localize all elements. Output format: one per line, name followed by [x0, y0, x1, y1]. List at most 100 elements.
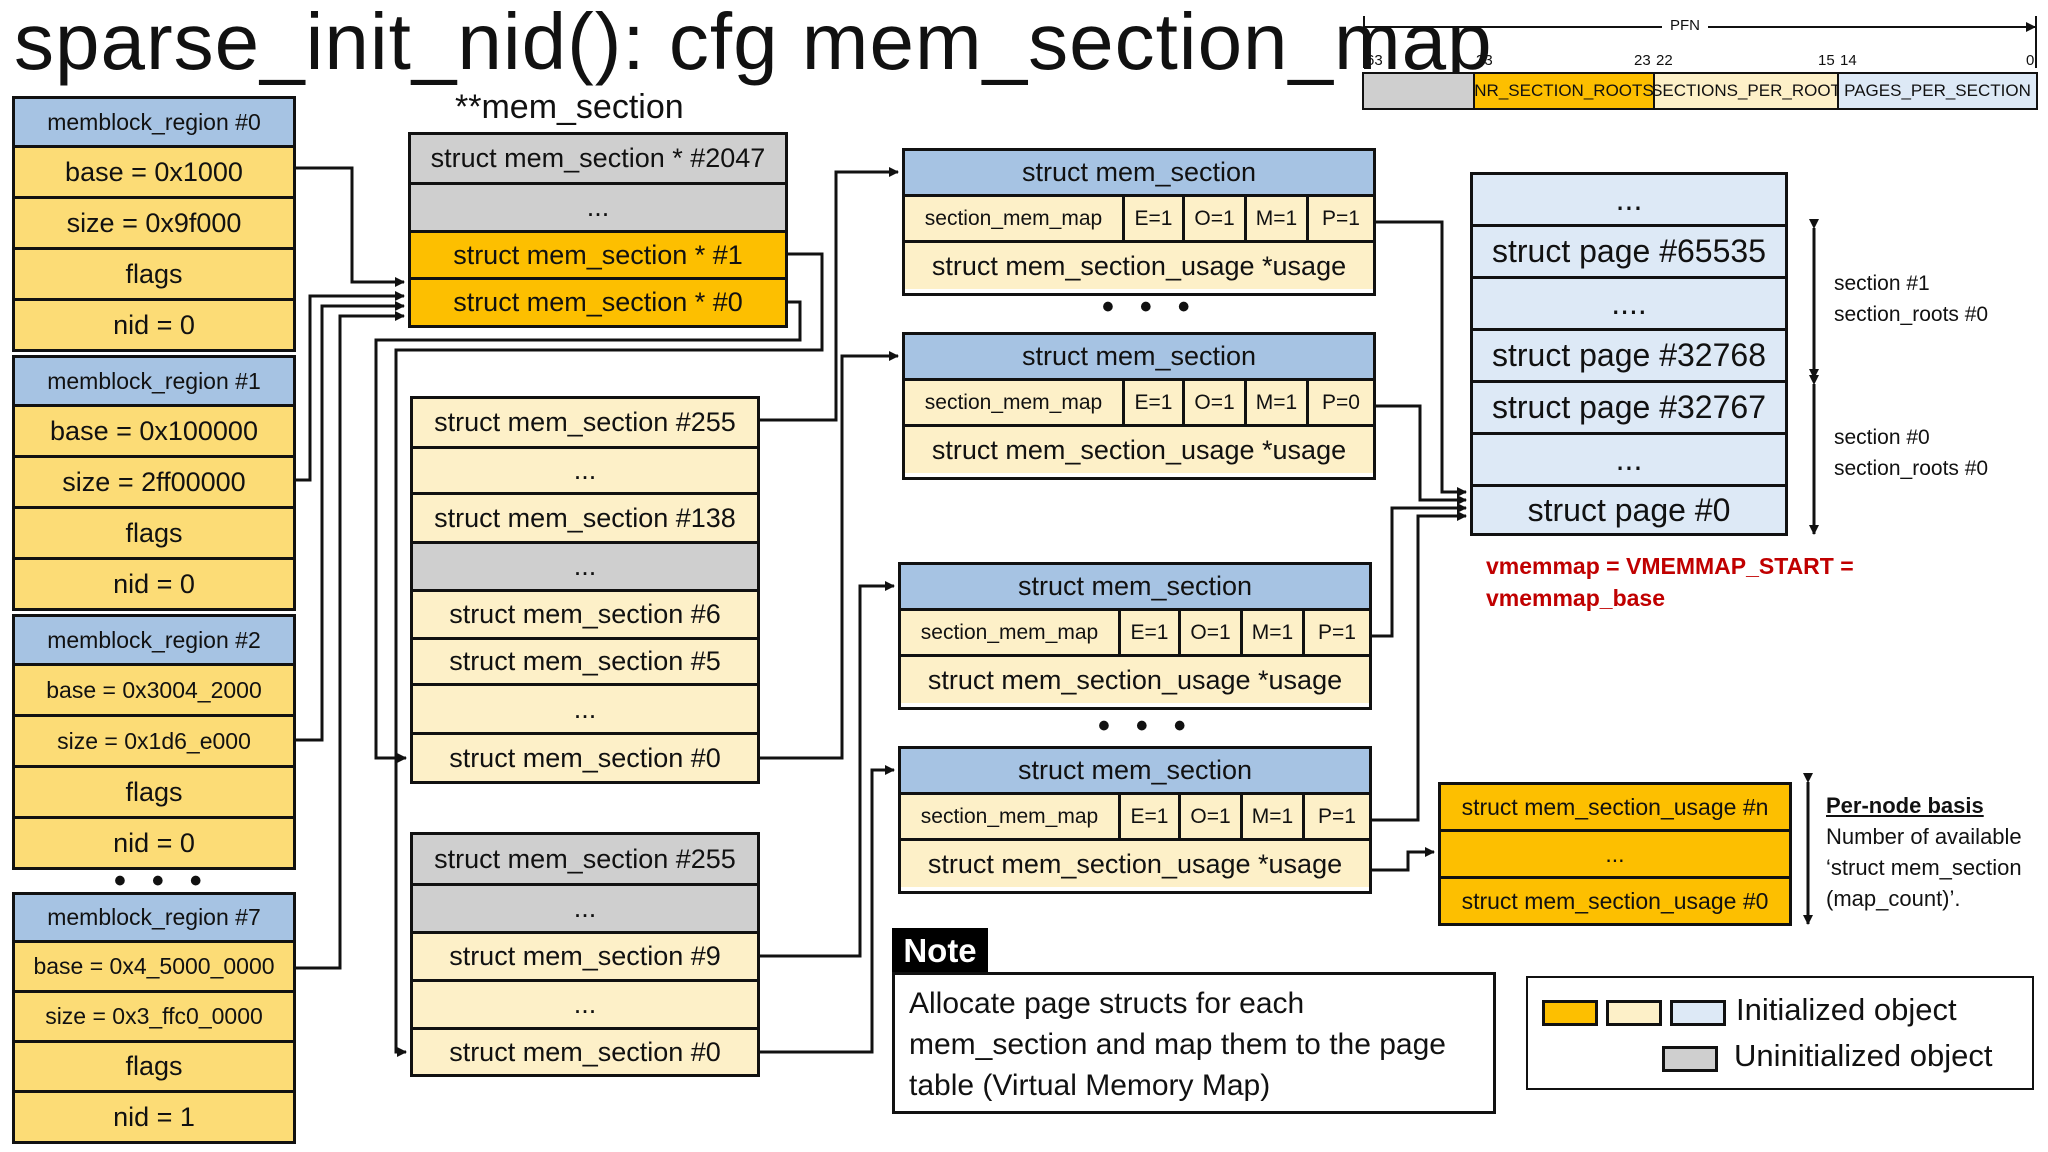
page-entry-ellipsis: ...: [1473, 175, 1785, 227]
root-entry-2047: struct mem_section * #2047: [411, 135, 785, 185]
bit-label-63: 63: [1366, 52, 1383, 69]
page-range-label-section-0: section #0 section_roots #0: [1834, 426, 1989, 480]
note-tag: Note: [892, 928, 988, 974]
mem-section-root-label: **mem_section: [455, 88, 684, 126]
pfn-field-nr-section-roots: NR_SECTION_ROOTS: [1473, 72, 1655, 110]
arrow-region0-to-root: [296, 166, 405, 287]
usage-field: struct mem_section_usage *usage: [905, 243, 1373, 289]
ellipsis-sections-bottom: •••: [1098, 707, 1212, 745]
page-range-label-section-1: section #1 section_roots #0: [1834, 272, 1989, 326]
memblock-region-7: memblock_region #7 base = 0x4_5000_0000 …: [12, 892, 296, 1144]
flag-p: P=1: [1305, 795, 1369, 838]
mem-section-struct-a: struct mem_section section_mem_map E=1 O…: [902, 148, 1376, 296]
section-entry-255: struct mem_section #255: [413, 835, 757, 886]
memblock-region-0: memblock_region #0 base = 0x1000 size = …: [12, 96, 296, 352]
per-node-note: Per-node basis Number of available ‘stru…: [1826, 790, 2022, 914]
region-header: memblock_region #7: [15, 895, 293, 943]
bit-label-33: 33: [1476, 52, 1493, 69]
region-header: memblock_region #2: [15, 617, 293, 666]
arrow-region7-to-root: [296, 311, 405, 970]
bit-label-15: 15: [1818, 52, 1835, 69]
struct-flags-row: section_mem_map E=1 O=1 M=1 P=1: [901, 611, 1369, 657]
region-base: base = 0x100000: [15, 407, 293, 458]
mem-section-root-array: struct mem_section * #2047 ... struct me…: [408, 132, 788, 328]
region-flags: flags: [15, 1043, 293, 1093]
bit-label-0: 0: [2026, 52, 2035, 69]
section-entry-ellipsis: ...: [413, 982, 757, 1030]
struct-header: struct mem_section: [905, 335, 1373, 381]
flag-e: E=1: [1121, 795, 1181, 838]
region-nid: nid = 0: [15, 301, 293, 349]
region-nid: nid = 0: [15, 819, 293, 867]
per-node-heading: Per-node basis: [1826, 793, 1984, 818]
region-header: memblock_region #1: [15, 358, 293, 407]
arrow-usage-to-usage-array: [1372, 847, 1435, 872]
page-entry-ellipsis: ...: [1473, 435, 1785, 487]
legend-initialized-label: Initialized object: [1736, 992, 1957, 1027]
flag-m: M=1: [1243, 795, 1305, 838]
mem-section-struct-d: struct mem_section section_mem_map E=1 O…: [898, 746, 1372, 894]
arrow-map-c-to-page: [1372, 503, 1467, 638]
page-title: sparse_init_nid(): cfg mem_section_map: [14, 0, 1493, 86]
arrow-section255-to-struct-a: [760, 167, 899, 422]
pfn-label: PFN: [1670, 17, 1700, 34]
arrow-map-a-to-page: [1376, 220, 1467, 497]
region-size: size = 2ff00000: [15, 458, 293, 509]
section-mem-map-field: section_mem_map: [901, 795, 1121, 838]
region-nid: nid = 0: [15, 560, 293, 608]
root-entry-ellipsis: ...: [411, 185, 785, 233]
bit-label-22: 22: [1656, 52, 1673, 69]
arrow-section9-to-struct-c: [760, 581, 895, 958]
root-entry-0: struct mem_section * #0: [411, 280, 785, 325]
mem-section-struct-c: struct mem_section section_mem_map E=1 O…: [898, 562, 1372, 710]
arrow-region1-to-root: [296, 291, 405, 482]
bit-label-14: 14: [1840, 52, 1857, 69]
pfn-field-sections-per-root: SECTIONS_PER_ROOT: [1651, 72, 1841, 110]
flag-e: E=1: [1121, 611, 1181, 654]
mem-section-array-root-0: struct mem_section #255 ... struct mem_s…: [410, 396, 760, 784]
vmemmap-label: vmemmap = VMEMMAP_START = vmemmap_base: [1486, 553, 1854, 611]
section-entry-255: struct mem_section #255: [413, 399, 757, 449]
flag-o: O=1: [1181, 611, 1243, 654]
usage-field: struct mem_section_usage *usage: [901, 841, 1369, 887]
flag-o: O=1: [1181, 795, 1243, 838]
flag-p: P=1: [1305, 611, 1369, 654]
section-entry-ellipsis: ...: [413, 544, 757, 592]
legend-swatch-cream: [1606, 1000, 1662, 1026]
struct-header: struct mem_section: [901, 749, 1369, 795]
flag-o: O=1: [1185, 381, 1247, 424]
struct-header: struct mem_section: [901, 565, 1369, 611]
arrow-map-d-to-page: [1372, 511, 1467, 822]
section-entry-ellipsis: ...: [413, 686, 757, 735]
pfn-bit-layout: PFN 63 33 23 22 15 14 0 NR_SECTION_ROOTS…: [1362, 10, 2038, 112]
arrow-map-b-to-page: [1376, 404, 1467, 505]
legend-swatch-blue: [1670, 1000, 1726, 1026]
struct-page-array: ... struct page #65535 .... struct page …: [1470, 172, 1788, 536]
note-box: Allocate page structs for each mem_secti…: [892, 972, 1496, 1114]
section-entry-0: struct mem_section #0: [413, 1030, 757, 1074]
flag-m: M=1: [1243, 611, 1305, 654]
usage-entry-ellipsis: ...: [1441, 832, 1789, 879]
page-entry-ellipsis: ....: [1473, 279, 1785, 331]
arrow-section0-to-struct-d: [760, 765, 895, 1054]
region-base: base = 0x4_5000_0000: [15, 943, 293, 993]
region-header: memblock_region #0: [15, 99, 293, 148]
section-entry-ellipsis: ...: [413, 886, 757, 934]
region-base: base = 0x3004_2000: [15, 666, 293, 717]
memblock-region-1: memblock_region #1 base = 0x100000 size …: [12, 355, 296, 611]
section-mem-map-field: section_mem_map: [905, 381, 1125, 424]
legend-uninitialized-label: Uninitialized object: [1734, 1038, 1993, 1073]
arrow-root1-to-array1: [394, 252, 824, 1057]
section-entry-6: struct mem_section #6: [413, 592, 757, 640]
arrow-root0-to-array0: [374, 300, 802, 763]
usage-entry-0: struct mem_section_usage #0: [1441, 879, 1789, 923]
section-entry-5: struct mem_section #5: [413, 640, 757, 686]
mem-section-array-root-1: struct mem_section #255 ... struct mem_s…: [410, 832, 760, 1077]
memblock-region-2: memblock_region #2 base = 0x3004_2000 si…: [12, 614, 296, 870]
ellipsis-sections-top: •••: [1102, 288, 1216, 326]
flag-o: O=1: [1185, 197, 1247, 240]
usage-entry-n: struct mem_section_usage #n: [1441, 785, 1789, 832]
section-mem-map-field: section_mem_map: [901, 611, 1121, 654]
region-size: size = 0x9f000: [15, 199, 293, 250]
